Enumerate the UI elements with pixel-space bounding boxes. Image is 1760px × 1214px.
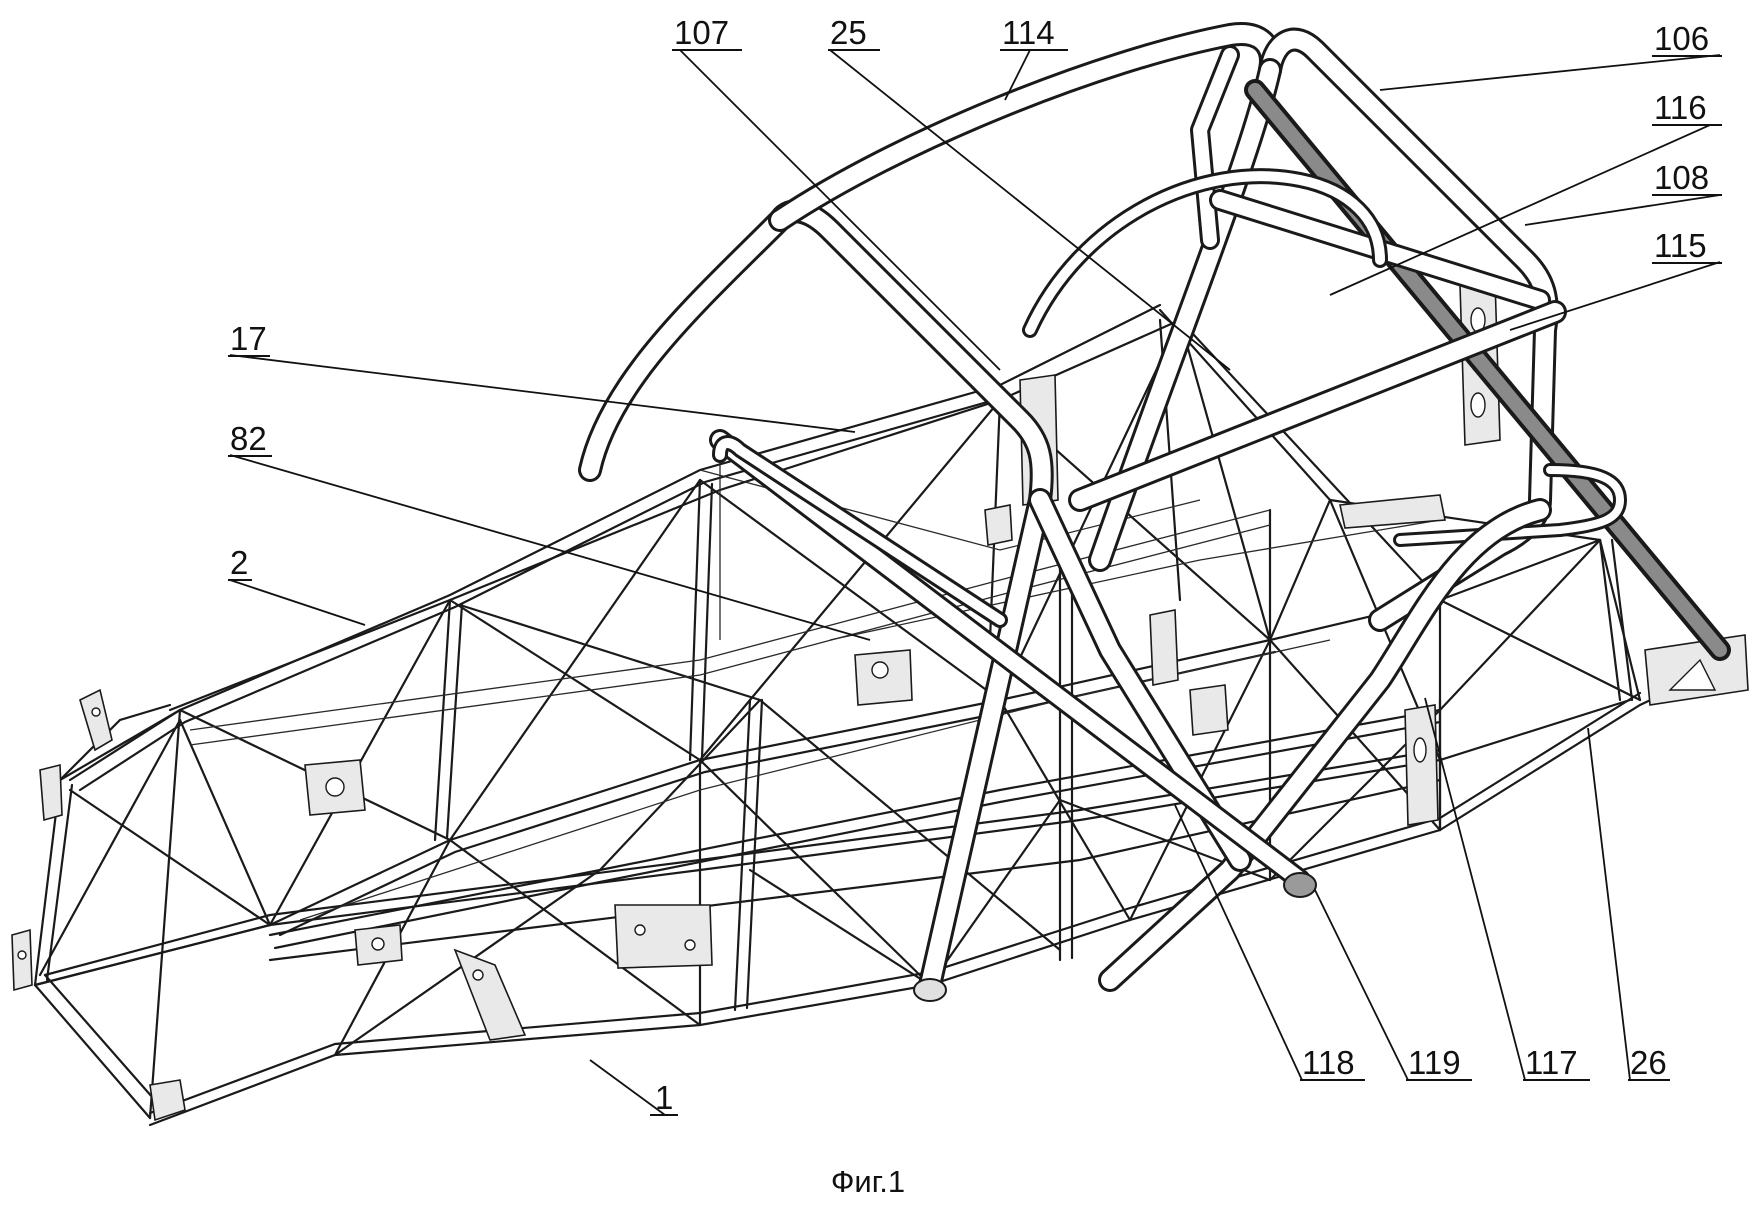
leader-108: [1524, 194, 1721, 226]
label-2: 2: [230, 544, 248, 581]
label-17: 17: [230, 320, 267, 357]
left-down-tube: [1190, 45, 1240, 250]
leader-119: [1314, 889, 1409, 1081]
bottom-rails: [33, 653, 1747, 1127]
leader-82: [229, 454, 871, 641]
roll-cage: [578, 22, 1731, 1002]
leader-26: [1587, 727, 1631, 1081]
label-108: 108: [1654, 159, 1709, 196]
leader-117: [1424, 697, 1526, 1081]
upper-rails: [58, 303, 1442, 950]
lower-side-tube: [709, 429, 1317, 898]
label-26: 26: [1630, 1044, 1667, 1081]
leader-2: [229, 579, 366, 626]
label-106: 106: [1654, 20, 1709, 57]
leader-118: [1174, 804, 1303, 1081]
label-117: 117: [1525, 1044, 1578, 1081]
reference-labels: 107 25 114 106 116 108 115 17 82 2 1 118…: [230, 14, 1709, 1116]
label-25: 25: [830, 14, 867, 51]
vertical-posts: [433, 398, 1634, 1012]
leader-106: [1379, 54, 1721, 91]
front-brace-tube: [712, 435, 1008, 628]
side-impact-tube: [1098, 498, 1552, 992]
label-114: 114: [1002, 14, 1055, 51]
leader-lines: [228, 49, 1722, 1116]
leader-115: [1509, 261, 1721, 331]
leader-114: [1004, 49, 1031, 101]
space-frame: [33, 303, 1747, 1127]
label-116: 116: [1654, 89, 1707, 126]
label-119: 119: [1408, 1044, 1461, 1081]
label-107: 107: [674, 14, 729, 51]
label-118: 118: [1302, 1044, 1355, 1081]
label-1: 1: [655, 1079, 673, 1116]
top-rail-tube: [768, 22, 1283, 232]
cross-bar-tube: [1068, 300, 1567, 512]
leader-17: [229, 354, 856, 433]
label-82: 82: [230, 420, 267, 457]
mounting-brackets: [11, 279, 1749, 1122]
rear-seat-hoop: [1022, 168, 1627, 547]
leader-1: [589, 1059, 666, 1116]
leader-107: [679, 49, 1001, 371]
label-115: 115: [1654, 227, 1707, 264]
leader-25: [829, 49, 1231, 371]
leader-116: [1329, 124, 1711, 296]
figure-caption: Фиг.1: [831, 1164, 905, 1199]
